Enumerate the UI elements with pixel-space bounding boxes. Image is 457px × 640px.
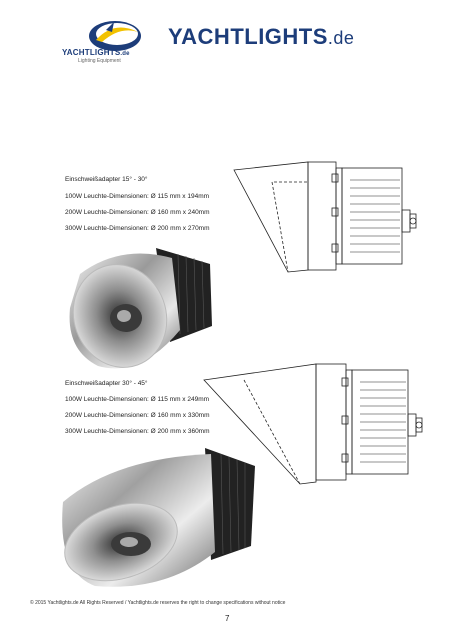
- adapter-30-45-title: Einschweißadapter 30° - 45°: [65, 380, 148, 387]
- spec-line: 100W Leuchte-Dimensionen: Ø 115 mm x 249…: [65, 396, 210, 403]
- logo-wordmark: YACHTLIGHTS.de: [62, 48, 130, 57]
- logo-tagline: Lighting Equipment: [78, 58, 121, 64]
- spec-line: 200W Leuchte-Dimensionen: Ø 160 mm x 330…: [65, 412, 210, 419]
- spec-line: 300W Leuchte-Dimensionen: Ø 200 mm x 270…: [65, 225, 210, 232]
- header-brand-title: YACHTLIGHTS.de: [168, 24, 355, 49]
- spec-line: 300W Leuchte-Dimensionen: Ø 200 mm x 360…: [65, 428, 210, 435]
- spec-line: 100W Leuchte-Dimensionen: Ø 115 mm x 194…: [65, 193, 210, 200]
- adapter-15-30-product-image: [69, 248, 212, 369]
- yachtlights-logo-icon: [89, 21, 141, 51]
- spec-line: 200W Leuchte-Dimensionen: Ø 160 mm x 240…: [65, 209, 210, 216]
- adapter-15-30-title: Einschweißadapter 15° - 30°: [65, 176, 148, 183]
- adapter-30-45-drawing: [203, 363, 423, 485]
- adapter-30-45-product-image: [62, 448, 255, 587]
- page-number: 7: [225, 614, 230, 623]
- adapter-15-30-drawing: [233, 161, 417, 273]
- footer-copyright: © 2015 Yachtlights.de All Rights Reserve…: [30, 600, 286, 606]
